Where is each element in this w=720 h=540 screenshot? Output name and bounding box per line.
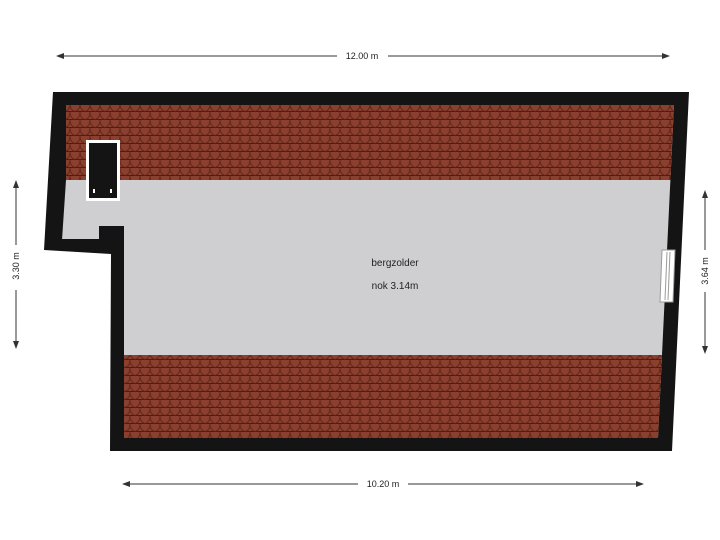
floor-area [62,105,674,438]
dimension-top-label: 12.00 m [346,51,379,61]
dimension-right [702,190,708,354]
dimension-left [13,180,19,349]
dimension-bottom-label: 10.20 m [367,479,400,489]
window-right [659,249,676,303]
room-name: bergzolder [371,258,419,269]
dimension-top [56,53,670,59]
dimension-bottom [122,481,644,487]
wall-notch [62,226,101,241]
room-ridge-height: nok 3.14m [372,281,419,292]
roof-slope-bottom [62,355,674,438]
dimension-right-label: 3.64 m [700,257,710,285]
roof-slope-top [62,105,674,180]
skylight [86,140,120,201]
dimension-left-label: 3.30 m [11,252,21,280]
